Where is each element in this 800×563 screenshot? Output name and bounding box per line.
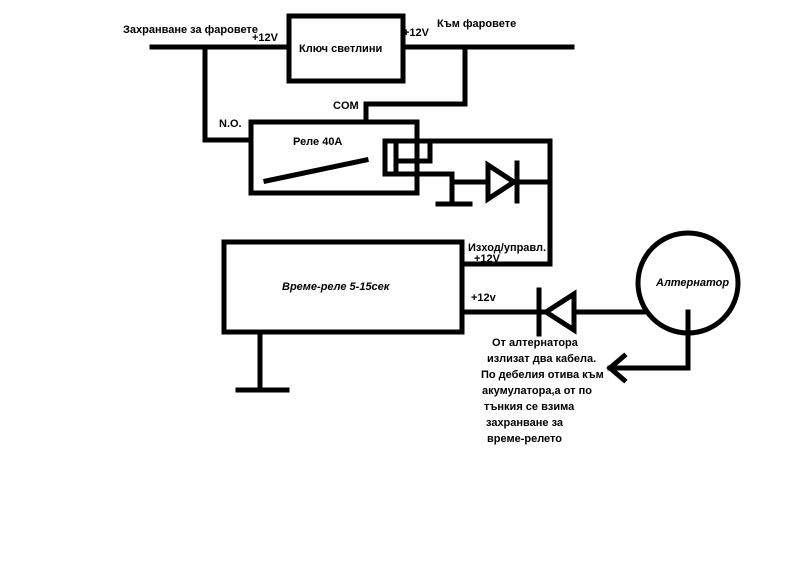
battery-wire <box>607 309 691 371</box>
plus12-right-label: +12V <box>403 27 430 39</box>
output-label: Изход/управл. <box>468 242 546 254</box>
note-line: време-релето <box>487 433 562 445</box>
note-line: захранване за <box>486 417 564 429</box>
note-line: От алтернатора <box>492 337 579 349</box>
plus12-left-label: +12V <box>252 32 279 44</box>
to-headlights-label: Към фаровете <box>437 18 516 30</box>
supply-label: Захранване за фаровете <box>123 24 258 36</box>
coil-upper-lead <box>393 138 433 164</box>
light-switch-label: Ключ светлини <box>299 43 382 55</box>
input-diode <box>541 289 577 335</box>
no-wire <box>202 44 265 143</box>
com-label: COM <box>333 100 359 112</box>
relay-coil <box>382 138 399 177</box>
time-relay-label: Време-реле 5-15сек <box>282 281 391 293</box>
alternator-label: Алтернатор <box>655 277 729 289</box>
coil-lower-lead <box>393 171 455 207</box>
light-switch-box <box>286 13 406 84</box>
plus12-output-label: +12V <box>474 253 501 265</box>
flyback-diode <box>485 160 519 204</box>
time-relay-box <box>221 239 465 335</box>
output-wire <box>427 138 553 267</box>
relay-contact <box>263 157 369 184</box>
plus12-input-label: +12v <box>471 292 497 304</box>
note-line: тънкия се взима <box>484 401 575 413</box>
arrow-icon <box>606 352 628 384</box>
no-label: N.O. <box>219 118 242 130</box>
note-line: излизат два кабела. <box>487 353 596 365</box>
relay-label: Реле 40А <box>293 136 342 148</box>
note-line: По дебелия отива към <box>481 369 604 381</box>
note-line: акумулатора,а от по <box>482 385 592 397</box>
